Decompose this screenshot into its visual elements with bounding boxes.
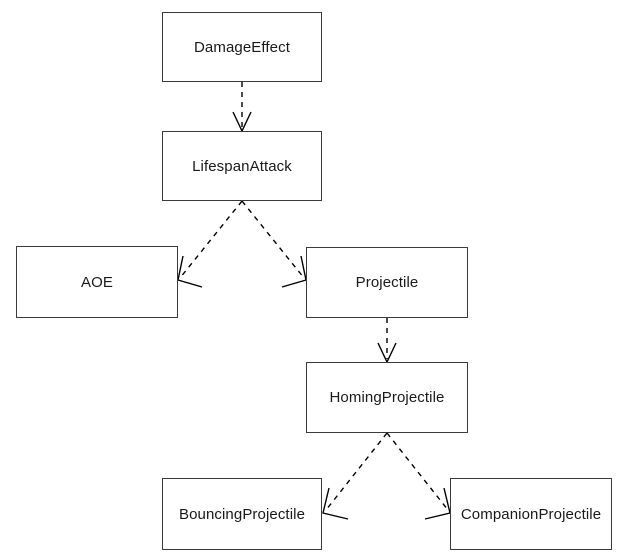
node-label: AOE [81,273,113,291]
edge-projectile-homingprojectile [377,318,397,364]
node-lifespan-attack[interactable]: LifespanAttack [162,131,322,201]
node-label: BouncingProjectile [178,505,306,523]
node-label: HomingProjectile [329,389,445,406]
node-label: Projectile [355,274,419,291]
node-damage-effect[interactable]: DamageEffect [162,12,322,82]
node-label: LifespanAttack [192,157,292,175]
edge-lifespanattack-projectile [241,200,307,288]
arrowhead-icon [281,255,307,288]
node-label: CompanionProjectile [460,505,602,523]
node-homing-projectile[interactable]: HomingProjectile [306,362,468,433]
arrowhead-icon [177,255,203,288]
node-projectile[interactable]: Projectile [306,247,468,318]
edge-homingprojectile-companionprojectile [386,432,451,520]
edge-homingprojectile-bouncingprojectile [322,432,388,520]
arrowhead-icon [322,487,349,520]
node-aoe[interactable]: AOE [16,246,178,318]
node-label: DamageEffect [194,38,290,56]
node-companion-projectile[interactable]: CompanionProjectile [450,478,612,550]
edge-damageeffect-lifespanattack [232,82,252,133]
edge-lifespanattack-aoe [177,200,243,288]
arrowhead-icon [424,487,451,520]
node-bouncing-projectile[interactable]: BouncingProjectile [162,478,322,550]
